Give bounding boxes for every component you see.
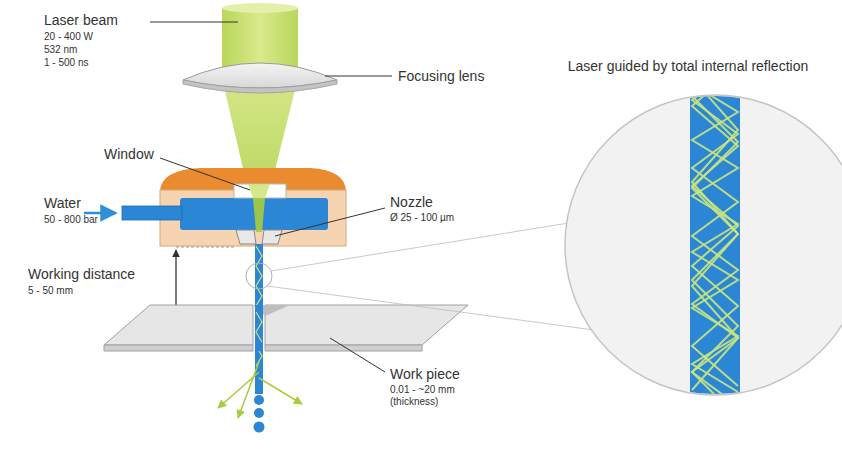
droplet: [254, 408, 264, 418]
detail-line: [271, 222, 575, 271]
label: Water: [44, 195, 81, 211]
leader-line: [150, 22, 238, 23]
droplet: [254, 395, 264, 405]
leader-line: [275, 208, 385, 236]
leader-line: [330, 338, 385, 372]
laser-beam: [222, 8, 298, 70]
water-jet: [255, 305, 263, 351]
nozzle: [262, 230, 282, 244]
beam-in-water: [253, 198, 265, 232]
spec-value: 20 - 400 W: [44, 31, 93, 43]
spec-value: Ø 25 - 100 µm: [390, 212, 454, 224]
spec-value: 532 nm: [44, 44, 77, 56]
window: [234, 184, 286, 198]
reflected-ray: [692, 50, 738, 418]
label: Focusing lens: [398, 68, 484, 84]
scattered-light: [259, 378, 302, 404]
droplet: [254, 422, 265, 433]
label: Laser beam: [44, 12, 118, 28]
spec-value: 50 - 800 bar: [44, 214, 98, 226]
detail-marker: [246, 263, 272, 289]
lens-edge: [183, 80, 337, 93]
work-piece: [265, 305, 468, 345]
label: Working distance: [28, 266, 135, 282]
detail-title: Laser guided by total internal reflectio…: [538, 58, 838, 74]
spec-value: 0.01 - ~20 mm: [390, 384, 455, 396]
beam-in-window: [248, 184, 270, 198]
label: Nozzle: [390, 194, 433, 210]
dimension-line: [176, 247, 236, 248]
spec-value: 1 - 500 ns: [44, 57, 88, 69]
leader-line: [160, 158, 250, 190]
nozzle: [236, 230, 256, 244]
laser-in-jet: [256, 312, 262, 342]
water-arrow: [84, 212, 116, 215]
label: Work piece: [390, 366, 460, 382]
work-piece-edge: [104, 345, 253, 351]
spec-value: 5 - 50 mm: [28, 285, 73, 297]
leader-line: [325, 76, 392, 77]
beam-top: [222, 3, 298, 13]
work-piece: [104, 305, 253, 345]
detail-line: [267, 286, 594, 330]
reflected-ray: [692, 78, 738, 390]
spec-value: (thickness): [390, 396, 438, 408]
water-inlet: [122, 206, 182, 220]
label: Window: [104, 146, 154, 162]
laser-in-jet: [256, 246, 262, 366]
